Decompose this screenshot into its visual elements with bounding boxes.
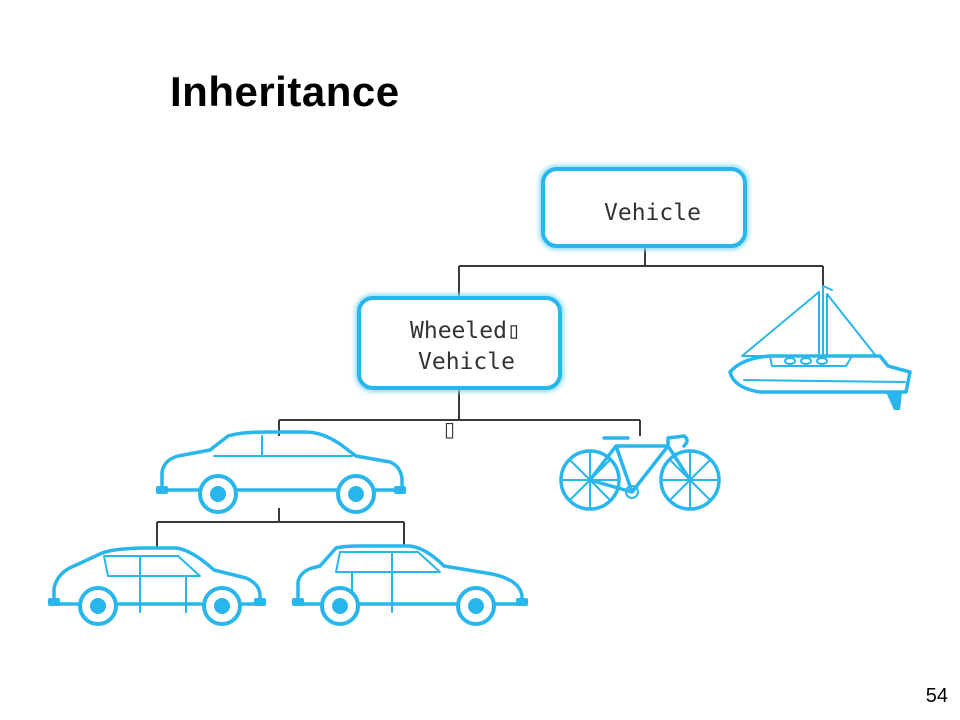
wagon-car-icon xyxy=(292,544,528,626)
stray-glyph: ▯ xyxy=(444,417,455,441)
bicycle-icon xyxy=(559,434,721,511)
sedan-car-icon xyxy=(156,430,406,514)
connector-lines xyxy=(156,247,824,548)
wheeled-vehicle-label-line2: Vehicle xyxy=(418,349,515,375)
sailboat-icon xyxy=(728,285,912,410)
vehicle-label: Vehicle xyxy=(604,200,701,226)
slide-title: Inheritance xyxy=(170,68,400,115)
wheeled-vehicle-class-box: Wheeled▯ Vehicle xyxy=(355,294,564,392)
wheeled-vehicle-label-line1: Wheeled▯ xyxy=(410,318,521,344)
page-number: 54 xyxy=(925,685,948,707)
hatchback-car-icon xyxy=(48,546,266,626)
vehicle-class-box: Vehicle xyxy=(539,165,749,250)
